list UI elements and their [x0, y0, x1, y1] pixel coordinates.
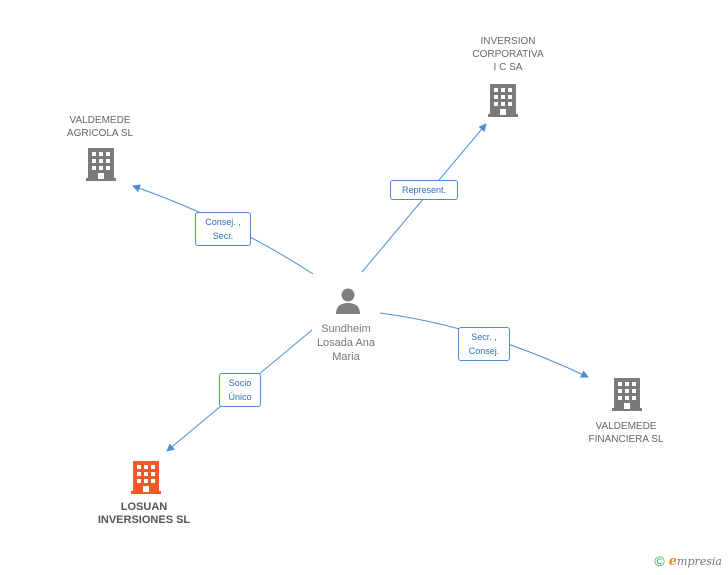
building-icon[interactable] [612, 378, 642, 411]
edge-label-secr-consej: Secr. , Consej. [458, 327, 510, 361]
node-label-losuan[interactable]: LOSUAN INVERSIONES SL [97, 501, 191, 526]
edge-label-represent: Represent. [390, 180, 458, 200]
building-icon[interactable] [488, 84, 518, 117]
node-label-inversion[interactable]: INVERSION CORPORATIVA I C SA [472, 36, 544, 73]
building-icon[interactable] [86, 148, 116, 181]
copyright-icon: © [654, 553, 665, 569]
node-label-agricola[interactable]: VALDEMEDE AGRICOLA SL [66, 115, 134, 139]
edge-label-consej-secr: Consej. , Secr. [195, 212, 251, 246]
building-icon[interactable] [131, 461, 161, 494]
node-label-center[interactable]: Sundheim Losada Ana Maria [316, 323, 376, 363]
edge-label-socio-unico: Socio Único [219, 373, 261, 407]
brand-footer: © empresia [654, 553, 722, 569]
node-label-financiera[interactable]: VALDEMEDE FINANCIERA SL [588, 421, 664, 445]
person-icon[interactable] [336, 288, 360, 315]
brand-logo: empresia [668, 553, 722, 569]
